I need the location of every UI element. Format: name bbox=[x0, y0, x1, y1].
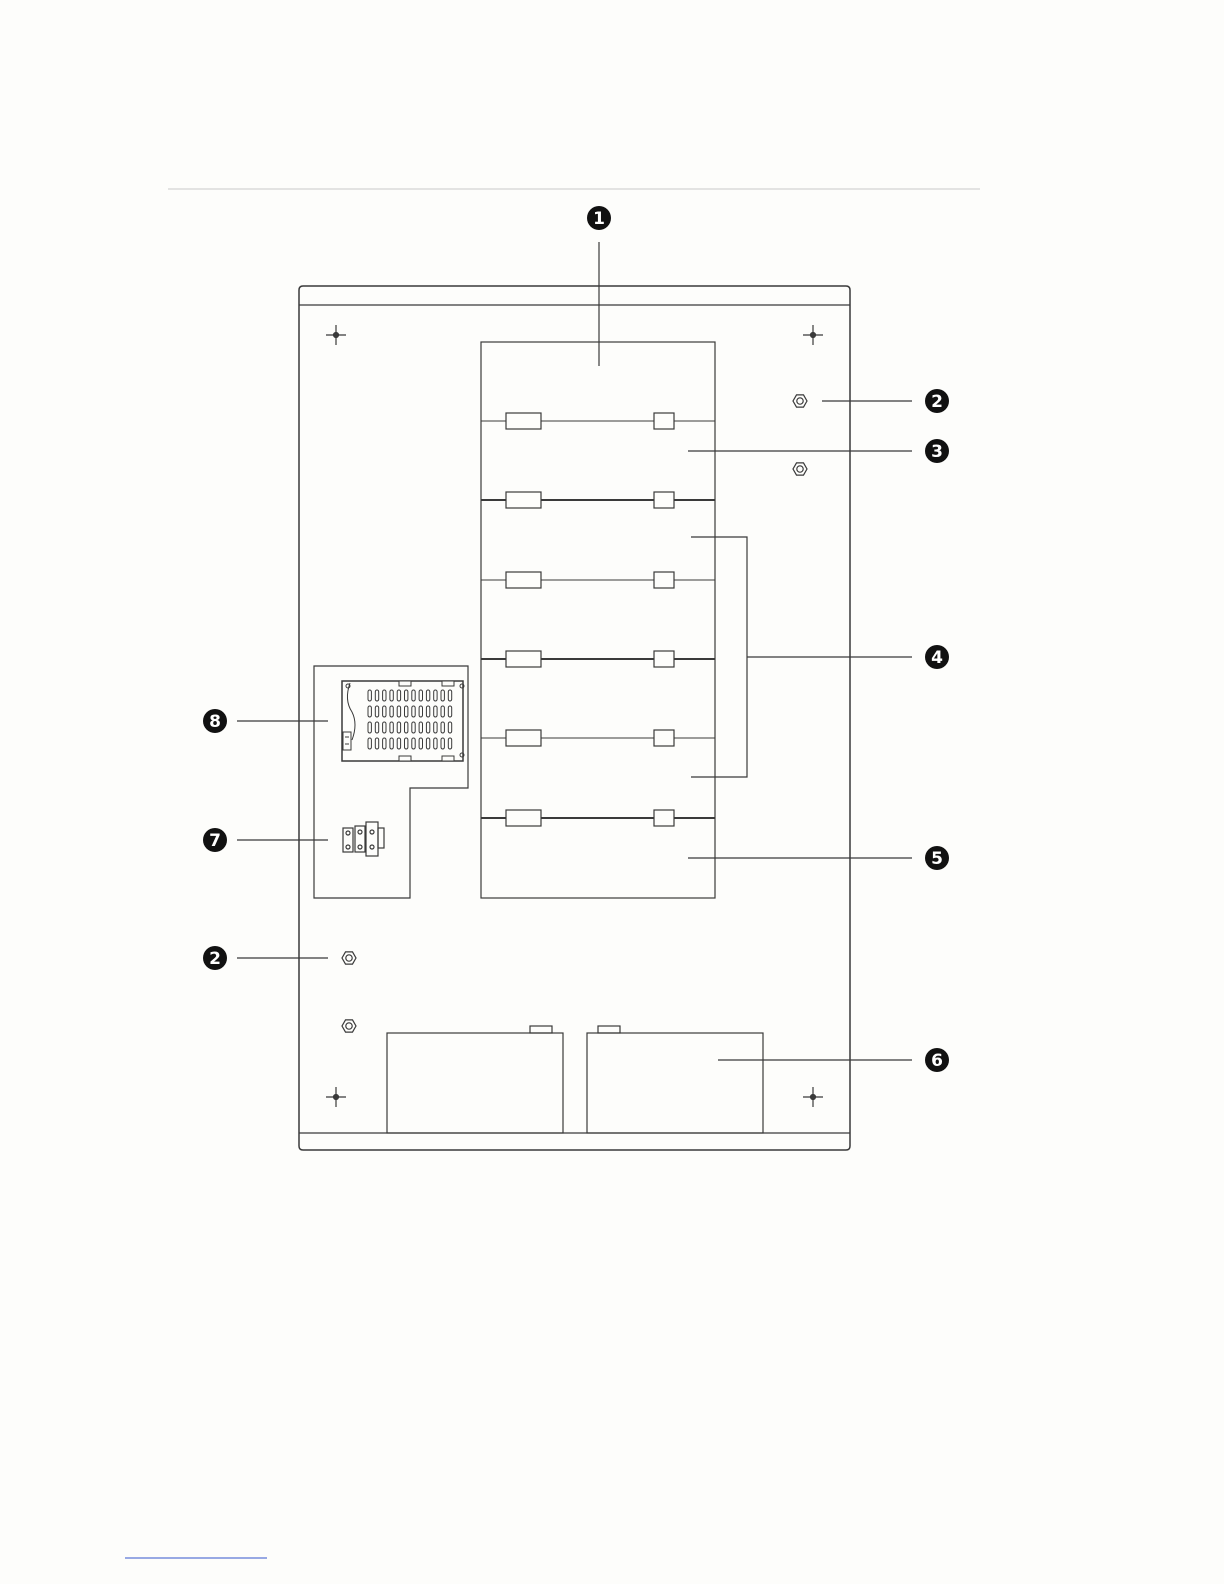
terminal-block bbox=[343, 822, 384, 856]
vent-slot bbox=[383, 690, 386, 701]
vent-slot bbox=[375, 738, 378, 749]
module-rail-3 bbox=[481, 572, 715, 588]
callout-label-4: 4 bbox=[931, 648, 943, 668]
standoff-bottom-1 bbox=[342, 952, 356, 964]
vent-slot bbox=[434, 690, 437, 701]
leader-4-bracket bbox=[691, 537, 747, 777]
callout-label-5: 5 bbox=[931, 849, 943, 869]
callout-label-2-top: 2 bbox=[931, 392, 943, 412]
callout-marker-7: 7 bbox=[203, 828, 227, 852]
leader-lines bbox=[237, 242, 912, 1060]
module-rail-5 bbox=[481, 730, 715, 746]
module-rail-1 bbox=[481, 413, 715, 429]
vent-slot bbox=[375, 722, 378, 733]
vent-slot bbox=[419, 690, 422, 701]
vent-slot bbox=[390, 690, 393, 701]
vent-slot bbox=[434, 738, 437, 749]
module-rail-6 bbox=[481, 810, 715, 826]
vent-slot bbox=[441, 738, 444, 749]
vent-slot bbox=[405, 690, 408, 701]
callout-marker-5: 5 bbox=[925, 846, 949, 870]
power-supply-unit bbox=[342, 681, 464, 761]
callout-label-8: 8 bbox=[209, 712, 221, 732]
vent-slot bbox=[405, 738, 408, 749]
module-rail-2 bbox=[481, 492, 715, 508]
vent-slot bbox=[426, 706, 429, 717]
vent-slot bbox=[368, 690, 371, 701]
mounting-hole-bottom-right bbox=[803, 1087, 823, 1107]
callout-label-7: 7 bbox=[209, 831, 221, 851]
vent-slot bbox=[426, 738, 429, 749]
vent-slot bbox=[405, 722, 408, 733]
vent-slot bbox=[397, 738, 400, 749]
vent-slot bbox=[383, 738, 386, 749]
vent-slot bbox=[448, 722, 451, 733]
vent-slot bbox=[448, 690, 451, 701]
vent-slot bbox=[448, 706, 451, 717]
callout-label-6: 6 bbox=[931, 1051, 943, 1071]
vent-slot bbox=[368, 722, 371, 733]
vent-slot bbox=[383, 706, 386, 717]
module-rail-4 bbox=[481, 651, 715, 667]
callout-marker-1: 1 bbox=[587, 206, 611, 230]
standoff-top-1 bbox=[793, 395, 807, 407]
standoff-bottom-2 bbox=[342, 1020, 356, 1032]
vent-slot bbox=[390, 706, 393, 717]
callout-marker-3: 3 bbox=[925, 439, 949, 463]
vent-slot bbox=[397, 706, 400, 717]
callout-marker-8: 8 bbox=[203, 709, 227, 733]
vent-slot bbox=[412, 690, 415, 701]
vent-slot bbox=[419, 706, 422, 717]
mounting-hole-top-right bbox=[803, 325, 823, 345]
vent-slot bbox=[441, 722, 444, 733]
vent-slot bbox=[434, 722, 437, 733]
mounting-hole-bottom-left bbox=[326, 1087, 346, 1107]
enclosure bbox=[299, 286, 850, 1150]
vent-slot bbox=[375, 690, 378, 701]
vent-slot bbox=[405, 706, 408, 717]
vent-slot bbox=[390, 722, 393, 733]
vent-slot bbox=[419, 722, 422, 733]
vent-slot bbox=[368, 738, 371, 749]
vent-slot bbox=[434, 706, 437, 717]
vent-slot bbox=[419, 738, 422, 749]
vent-slot bbox=[426, 690, 429, 701]
vent-slot bbox=[448, 738, 451, 749]
mounting-hole-top-left bbox=[326, 325, 346, 345]
power-supply-vent-grille bbox=[368, 690, 452, 749]
vent-slot bbox=[390, 738, 393, 749]
vent-slot bbox=[375, 706, 378, 717]
callout-marker-2-top: 2 bbox=[925, 389, 949, 413]
vent-slot bbox=[412, 706, 415, 717]
callout-label-1: 1 bbox=[593, 209, 605, 229]
callout-label-3: 3 bbox=[931, 442, 943, 462]
battery-left bbox=[387, 1026, 563, 1133]
vent-slot bbox=[412, 738, 415, 749]
vent-slot bbox=[397, 722, 400, 733]
callout-marker-6: 6 bbox=[925, 1048, 949, 1072]
battery-right bbox=[587, 1026, 763, 1133]
vent-slot bbox=[426, 722, 429, 733]
vent-slot bbox=[397, 690, 400, 701]
callout-marker-4: 4 bbox=[925, 645, 949, 669]
vent-slot bbox=[441, 706, 444, 717]
vent-slot bbox=[441, 690, 444, 701]
vent-slot bbox=[368, 706, 371, 717]
callout-label-2-bottom: 2 bbox=[209, 949, 221, 969]
vent-slot bbox=[412, 722, 415, 733]
standoff-top-2 bbox=[793, 463, 807, 475]
callout-marker-2-bottom: 2 bbox=[203, 946, 227, 970]
vent-slot bbox=[383, 722, 386, 733]
